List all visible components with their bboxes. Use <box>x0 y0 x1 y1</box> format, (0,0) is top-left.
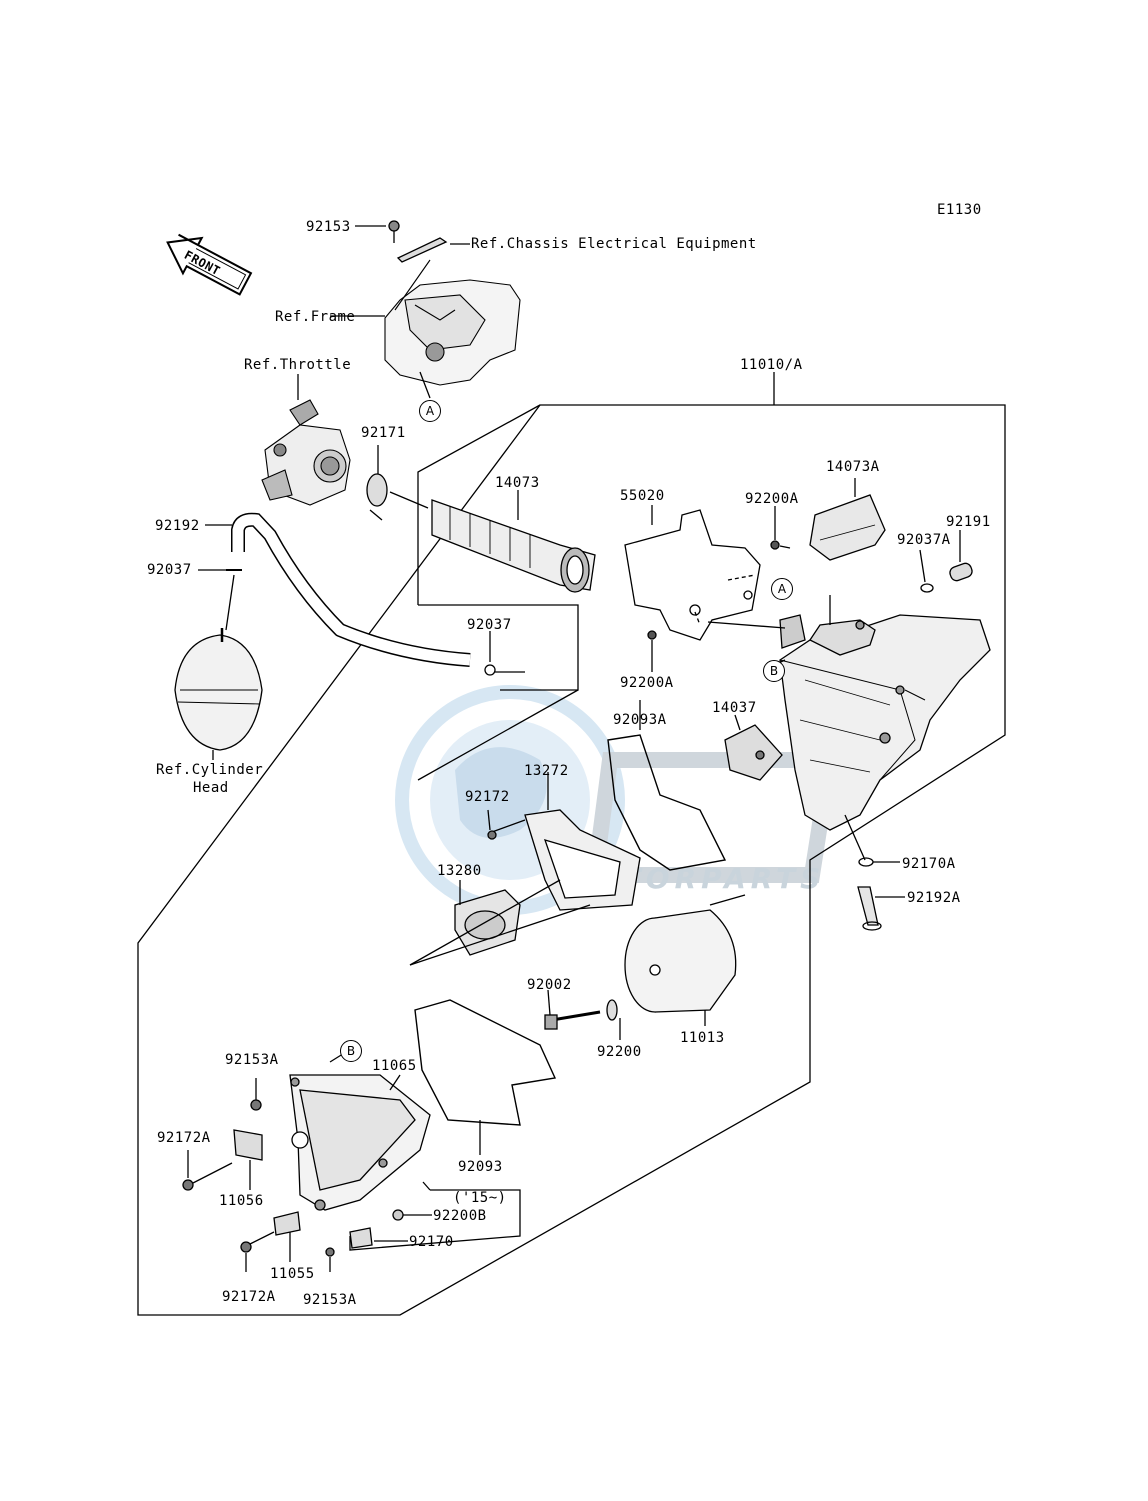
callout-a-frame: A <box>419 400 441 422</box>
part-92200A-top: 92200A <box>745 491 799 507</box>
ref-cylinder-head-1: Ref.Cylinder <box>156 762 264 778</box>
callout-b-cover: B <box>340 1040 362 1062</box>
part-92192: 92192 <box>155 518 200 534</box>
part-92200A-mid: 92200A <box>620 675 674 691</box>
part-92172A-bottom: 92172A <box>222 1289 276 1305</box>
part-14073A: 14073A <box>826 459 880 475</box>
part-92153A-top: 92153A <box>225 1052 279 1068</box>
part-92002: 92002 <box>527 977 572 993</box>
frame-sketch <box>384 259 521 386</box>
part-92192A: 92192A <box>907 890 961 906</box>
part-92200: 92200 <box>597 1044 642 1060</box>
diagram-code: E1130 <box>937 202 982 218</box>
throttle-body <box>261 399 351 506</box>
part-11056: 11056 <box>219 1193 264 1209</box>
part-11013: 11013 <box>680 1030 725 1046</box>
ref-throttle: Ref.Throttle <box>244 357 352 373</box>
part-92170A: 92170A <box>902 856 956 872</box>
part-92200B: 92200B <box>433 1208 487 1224</box>
cover-11065 <box>289 1074 431 1211</box>
part-13272: 13272 <box>524 763 569 779</box>
front-arrow-icon <box>166 233 253 296</box>
ref-chassis-electrical: Ref.Chassis Electrical Equipment <box>471 236 757 252</box>
part-13280: 13280 <box>437 863 482 879</box>
part-92037-mid: 92037 <box>467 617 512 633</box>
part-92037A: 92037A <box>897 532 951 548</box>
air-cleaner-housing <box>779 614 991 831</box>
duct-14073 <box>431 499 596 593</box>
part-92171: 92171 <box>361 425 406 441</box>
part-92172A-left: 92172A <box>157 1130 211 1146</box>
part-14037: 14037 <box>712 700 757 716</box>
callout-b-housing: B <box>763 660 785 682</box>
part-92153A-bottom: 92153A <box>303 1292 357 1308</box>
part-92093: 92093 <box>458 1159 503 1175</box>
assembly-boundary <box>137 404 1006 1316</box>
part-92093A: 92093A <box>613 712 667 728</box>
part-92191: 92191 <box>946 514 991 530</box>
part-11010A: 11010/A <box>740 357 803 373</box>
part-92037-left: 92037 <box>147 562 192 578</box>
part-92153: 92153 <box>306 219 351 235</box>
part-55020: 55020 <box>620 488 665 504</box>
part-92172: 92172 <box>465 789 510 805</box>
ref-cylinder-head-2: Head <box>193 780 229 796</box>
part-11055: 11055 <box>270 1266 315 1282</box>
year-note: ('15~) <box>453 1190 507 1206</box>
callout-a-housing: A <box>771 578 793 600</box>
part-14073: 14073 <box>495 475 540 491</box>
part-92170: 92170 <box>409 1234 454 1250</box>
part-11065: 11065 <box>372 1058 417 1074</box>
ref-frame: Ref.Frame <box>275 309 356 325</box>
